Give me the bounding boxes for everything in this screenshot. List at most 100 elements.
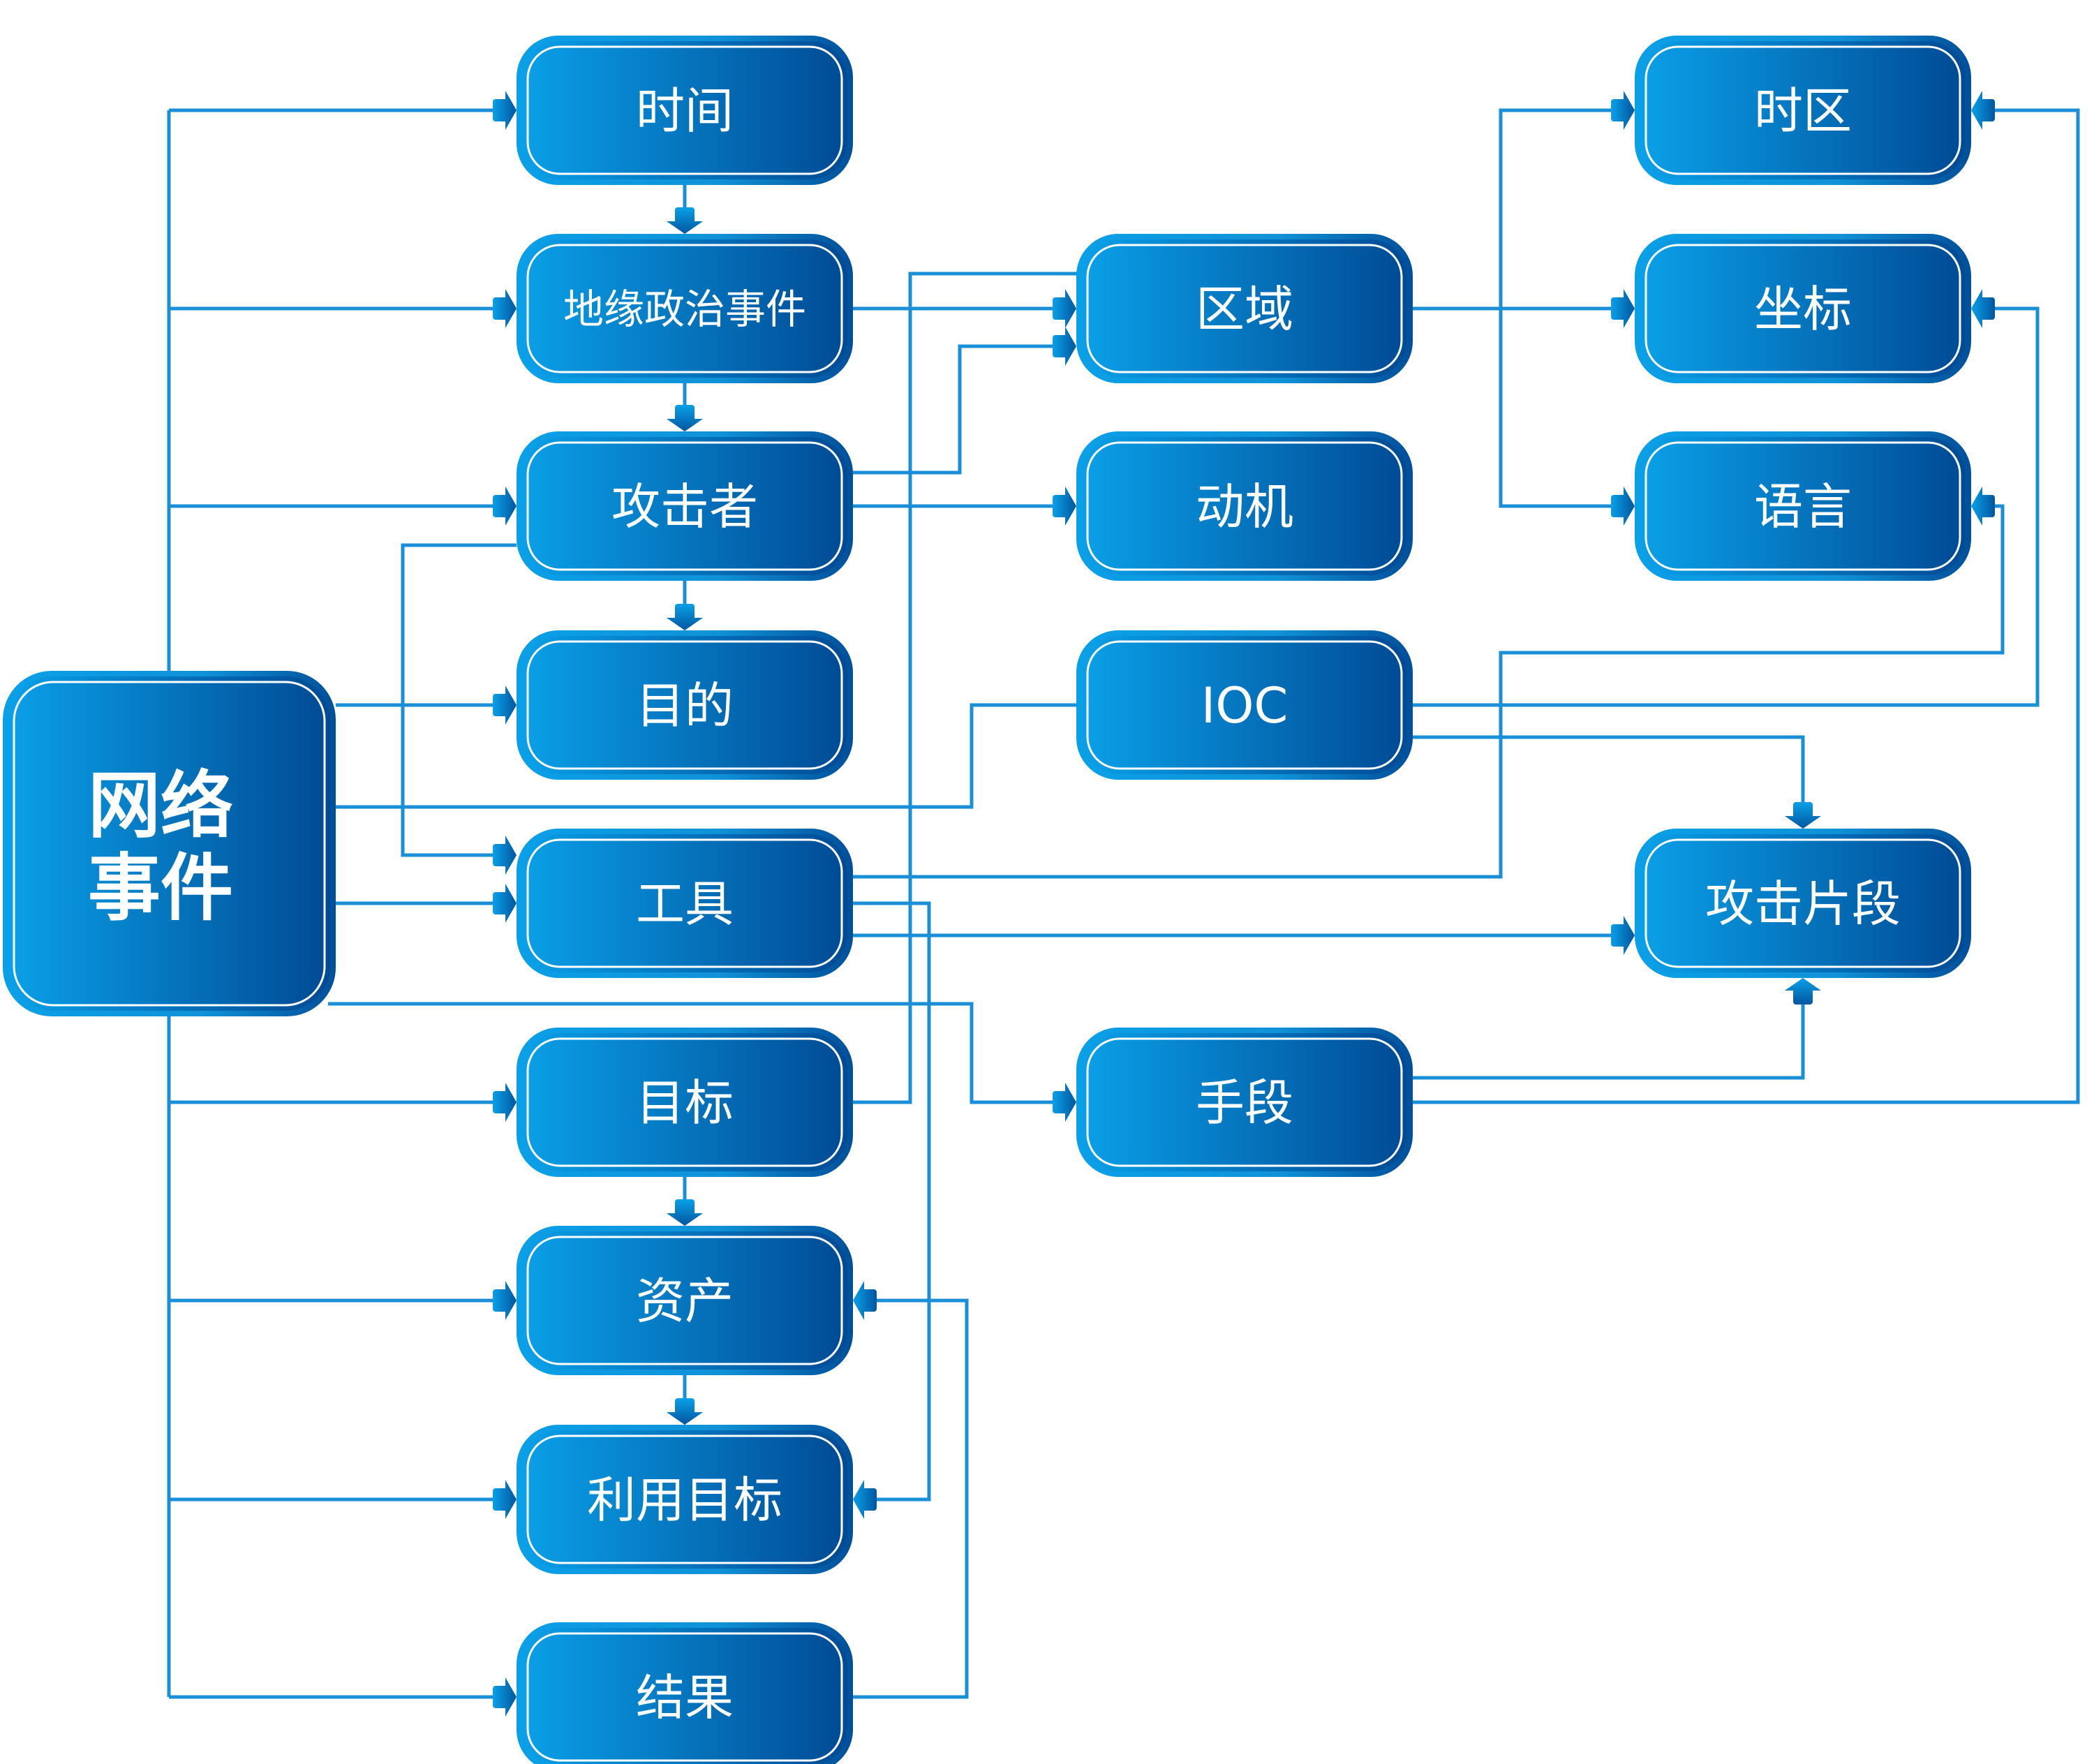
- node-inner-outline: [526, 45, 843, 175]
- arrow-into-fragment-left: [1611, 916, 1635, 955]
- arrow-into-coord: [1611, 289, 1635, 328]
- arrow-into-purpose-from-attacker: [667, 604, 703, 630]
- arrow-into-purpose: [493, 685, 517, 725]
- node-label: 目标: [636, 1074, 734, 1132]
- node-body: [1640, 437, 1966, 575]
- node-label: 语言: [1754, 478, 1852, 535]
- node-label: 时区: [1754, 82, 1852, 140]
- arrow-into-method: [1053, 1083, 1076, 1122]
- node-asset: 资产: [517, 1226, 853, 1375]
- node-attacker: 攻击者: [517, 431, 853, 581]
- node-fragment: 攻击片段: [1635, 829, 1971, 978]
- arrow-into-exploit: [493, 1480, 517, 1519]
- edge-target-region: [853, 272, 1083, 1104]
- node-body: [1640, 834, 1966, 972]
- node-label: 攻击片段: [1705, 875, 1901, 933]
- node-inner-outline: [1086, 640, 1403, 770]
- arrow-into-timezone: [1611, 91, 1635, 130]
- main-node-label-line: 事件: [88, 845, 233, 931]
- node-label: 地缘政治事件: [563, 286, 806, 333]
- edge-attacker-region: [853, 344, 1074, 475]
- arrow-into-asset-right: [853, 1281, 877, 1320]
- node-body: [522, 1430, 847, 1569]
- node-body: [522, 1033, 847, 1171]
- arrow-into-exploit-from-asset: [667, 1398, 703, 1425]
- node-body: [522, 834, 847, 972]
- connector-arrows: [493, 91, 1995, 1717]
- node-inner-outline: [526, 244, 843, 373]
- arrow-into-region: [1053, 289, 1076, 328]
- node-body: [522, 636, 847, 774]
- node-inner-outline: [526, 1435, 843, 1564]
- node-timezone: 时区: [1635, 36, 1971, 185]
- arrow-into-lang-right: [1971, 487, 1995, 526]
- arrow-into-fragment-top: [1785, 802, 1821, 829]
- node-body: [522, 1628, 847, 1764]
- node-lang: 语言: [1635, 431, 1971, 581]
- node-body: [1082, 1033, 1407, 1171]
- node-body: [1640, 239, 1966, 378]
- node-method: 手段: [1076, 1028, 1413, 1177]
- arrow-into-region-2: [1053, 327, 1076, 366]
- node-label: 工具: [636, 875, 734, 933]
- node-label: 结果: [636, 1669, 734, 1726]
- arrow-into-coord-right: [1971, 289, 1995, 328]
- node-body: [1082, 437, 1407, 575]
- edge-ioc-coord: [1413, 306, 2040, 707]
- edge-ioc-fragment: [1413, 735, 1805, 826]
- node-motive: 动机: [1076, 431, 1413, 581]
- node-label: 动机: [1196, 478, 1293, 535]
- node-inner-outline: [526, 1236, 843, 1365]
- arrow-into-lang: [1611, 487, 1635, 526]
- node-ioc: IOC: [1076, 630, 1413, 780]
- edge-attacker-tool: [401, 543, 517, 857]
- node-inner-outline: [1644, 244, 1961, 373]
- arrow-into-asset-from-target: [667, 1199, 703, 1226]
- arrow-into-time: [493, 91, 517, 130]
- node-body: [8, 676, 330, 1011]
- arrow-into-motive: [1053, 487, 1076, 526]
- node-inner-outline: [526, 1037, 843, 1167]
- node-inner-outline: [13, 681, 326, 1007]
- edge-main-method: [328, 1002, 1074, 1104]
- node-inner-outline: [526, 640, 843, 770]
- arrow-into-attacker: [493, 487, 517, 526]
- node-result: 结果: [517, 1622, 853, 1764]
- arrow-into-tool-2: [493, 836, 517, 875]
- node-label: 目的: [636, 677, 734, 734]
- arrow-into-target: [493, 1083, 517, 1122]
- arrow-into-exploit-right: [853, 1480, 877, 1519]
- node-inner-outline: [1086, 1037, 1403, 1167]
- node-purpose: 目的: [517, 630, 853, 780]
- connector-lines: [167, 108, 2080, 1699]
- node-label: 时间: [636, 82, 734, 140]
- node-body: [1082, 239, 1407, 378]
- node-body: [522, 437, 847, 575]
- node-label: 攻击者: [611, 478, 758, 535]
- edge-main-ioc: [336, 703, 1076, 809]
- node-body: [522, 41, 847, 179]
- node-region: 区域: [1076, 234, 1413, 383]
- node-inner-outline: [1644, 45, 1961, 175]
- edge-method-fragment: [1413, 981, 1805, 1080]
- node-label: 利用目标: [587, 1472, 782, 1529]
- edge-method-timezone: [1413, 108, 2080, 1104]
- node-inner-outline: [1644, 838, 1961, 968]
- node-label: IOC: [1201, 677, 1289, 734]
- arrow-into-tool: [493, 884, 517, 923]
- node-body: [1640, 41, 1966, 179]
- arrow-into-fragment-bottom: [1785, 978, 1821, 1005]
- edge-region-timezone-lang: [1499, 108, 1632, 508]
- node-inner-outline: [526, 838, 843, 968]
- arrow-into-timezone-right: [1971, 91, 1995, 130]
- node-label: 坐标: [1754, 281, 1852, 338]
- arrow-into-geo-from-time: [667, 207, 703, 234]
- node-inner-outline: [1086, 441, 1403, 571]
- node-coord: 坐标: [1635, 234, 1971, 383]
- main-node-label-line: 网络: [88, 763, 233, 848]
- node-inner-outline: [526, 441, 843, 571]
- arrow-into-asset: [493, 1281, 517, 1320]
- node-exploit: 利用目标: [517, 1425, 853, 1574]
